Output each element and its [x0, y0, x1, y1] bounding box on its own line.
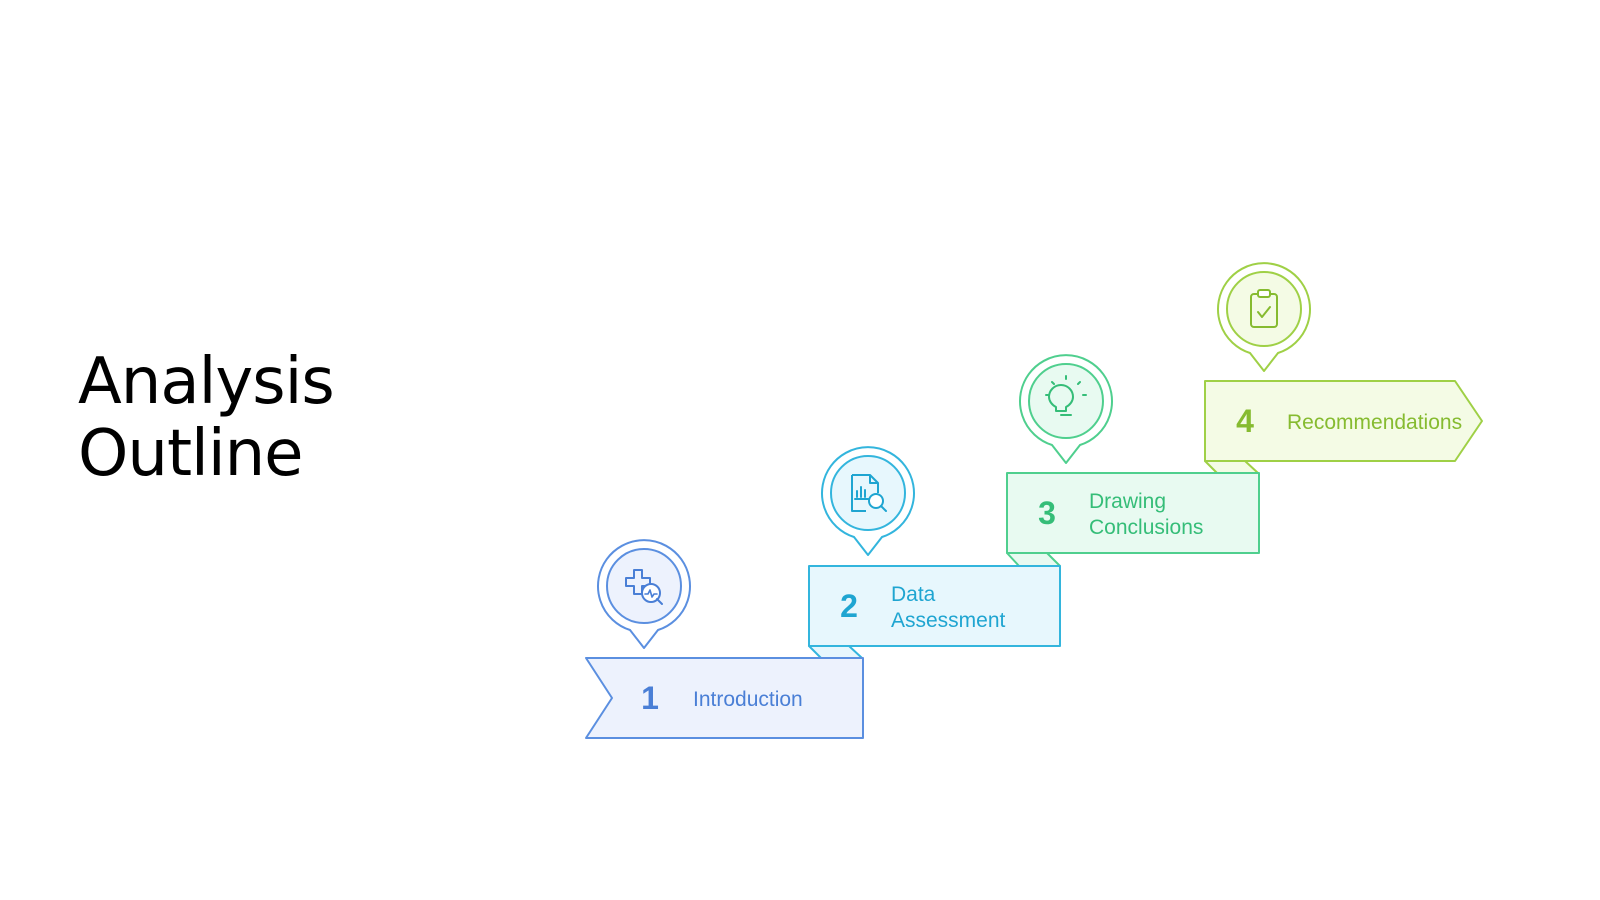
step-1-pin: [597, 539, 691, 649]
slide-title-line-2: Outline: [78, 417, 304, 491]
step-4-number: 4: [1236, 403, 1254, 439]
step-2-banner: [808, 565, 1061, 647]
step-connector: [1006, 552, 1061, 567]
slide-title-line-1: Analysis: [78, 345, 335, 419]
medical-search-icon: [625, 569, 663, 605]
step-4-banner: [1204, 380, 1483, 462]
step-4-pin: [1217, 262, 1311, 372]
document-chart-search-icon: [851, 474, 887, 512]
step-1-banner: [585, 657, 864, 739]
step-4: 4 Recommendations: [1204, 262, 1483, 462]
step-3-number: 3: [1038, 495, 1056, 531]
step-3-label-line-1: Drawing: [1089, 490, 1166, 513]
slide-title: Analysis Outline: [78, 345, 335, 491]
step-4-label-line-1: Recommendations: [1287, 411, 1462, 434]
step-3-label-line-2: Conclusions: [1089, 516, 1203, 539]
step-connector: [808, 645, 863, 659]
step-1-number: 1: [641, 680, 659, 716]
step-1-label-line-1: Introduction: [693, 688, 803, 711]
step-3-pin: [1019, 354, 1113, 464]
lightbulb-icon: [1045, 375, 1087, 416]
step-2-number: 2: [840, 588, 858, 624]
step-2-pin: [821, 446, 915, 556]
step-3-banner: [1006, 472, 1260, 554]
step-2-label-line-2: Assessment: [891, 609, 1006, 632]
clipboard-check-icon: [1250, 289, 1278, 328]
step-2-label-line-1: Data: [891, 583, 936, 606]
step-connector: [1204, 460, 1259, 474]
step-1: 1 Introduction: [585, 539, 864, 739]
